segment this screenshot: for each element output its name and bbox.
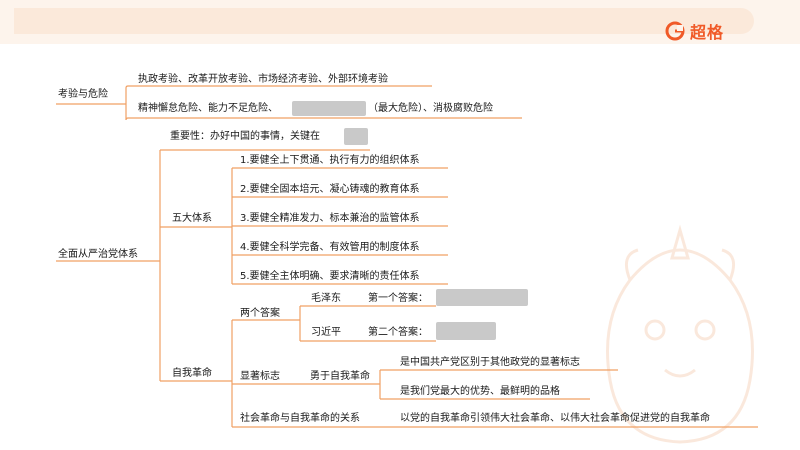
five-systems-item: 5.要健全主体明确、要求清晰的责任体系 <box>240 271 420 282</box>
marks-sub: 勇于自我革命 <box>310 371 370 382</box>
mao-label: 毛泽东 <box>311 293 341 304</box>
answer-blank-biggest-danger <box>292 101 366 116</box>
branch-tests-dangers-title: 考验与危险 <box>58 89 108 100</box>
first-answer-label: 第一个答案： <box>368 293 428 304</box>
brand-logo-icon <box>665 21 685 41</box>
mascot-watermark-icon <box>606 224 754 444</box>
two-answers-title: 两个答案 <box>240 308 280 319</box>
marks-item: 是我们党最大的优势、最鲜明的品格 <box>400 386 560 397</box>
branch-strict-governance-title: 全面从严治党体系 <box>58 249 138 260</box>
five-systems-item: 1.要健全上下贯通、执行有力的组织体系 <box>240 155 420 166</box>
xi-label: 习近平 <box>311 327 341 338</box>
importance-text: 重要性：办好中国的事情，关键在 <box>170 131 320 142</box>
dangers-prefix: 精神懈怠危险、能力不足危险、 <box>138 103 278 114</box>
second-answer-label: 第二个答案： <box>368 327 428 338</box>
five-systems-item: 2.要健全固本培元、凝心铸魂的教育体系 <box>240 184 420 195</box>
answer-blank-first <box>436 289 528 306</box>
five-systems-item: 4.要健全科学完备、有效管用的制度体系 <box>240 242 420 253</box>
relation-text: 以党的自我革命引领伟大社会革命、以伟大社会革命促进党的自我革命 <box>400 413 710 424</box>
dangers-suffix: （最大危险）、消极腐败危险 <box>368 103 493 114</box>
marks-item: 是中国共产党区别于其他政党的显著标志 <box>400 357 580 368</box>
tests-list: 执政考验、改革开放考验、市场经济考验、外部环境考验 <box>138 74 388 85</box>
relation-title: 社会革命与自我革命的关系 <box>240 413 360 424</box>
answer-blank-key <box>344 128 368 145</box>
answer-blank-second <box>436 322 496 340</box>
five-systems-title: 五大体系 <box>172 213 212 224</box>
self-revolution-title: 自我革命 <box>172 368 212 379</box>
five-systems-item: 3.要健全精准发力、标本兼治的监管体系 <box>240 213 420 224</box>
brand-name: 超格 <box>690 23 725 42</box>
header-pill <box>14 8 754 34</box>
marks-title: 显著标志 <box>240 371 280 382</box>
brand-logo: 超格 <box>664 17 724 45</box>
